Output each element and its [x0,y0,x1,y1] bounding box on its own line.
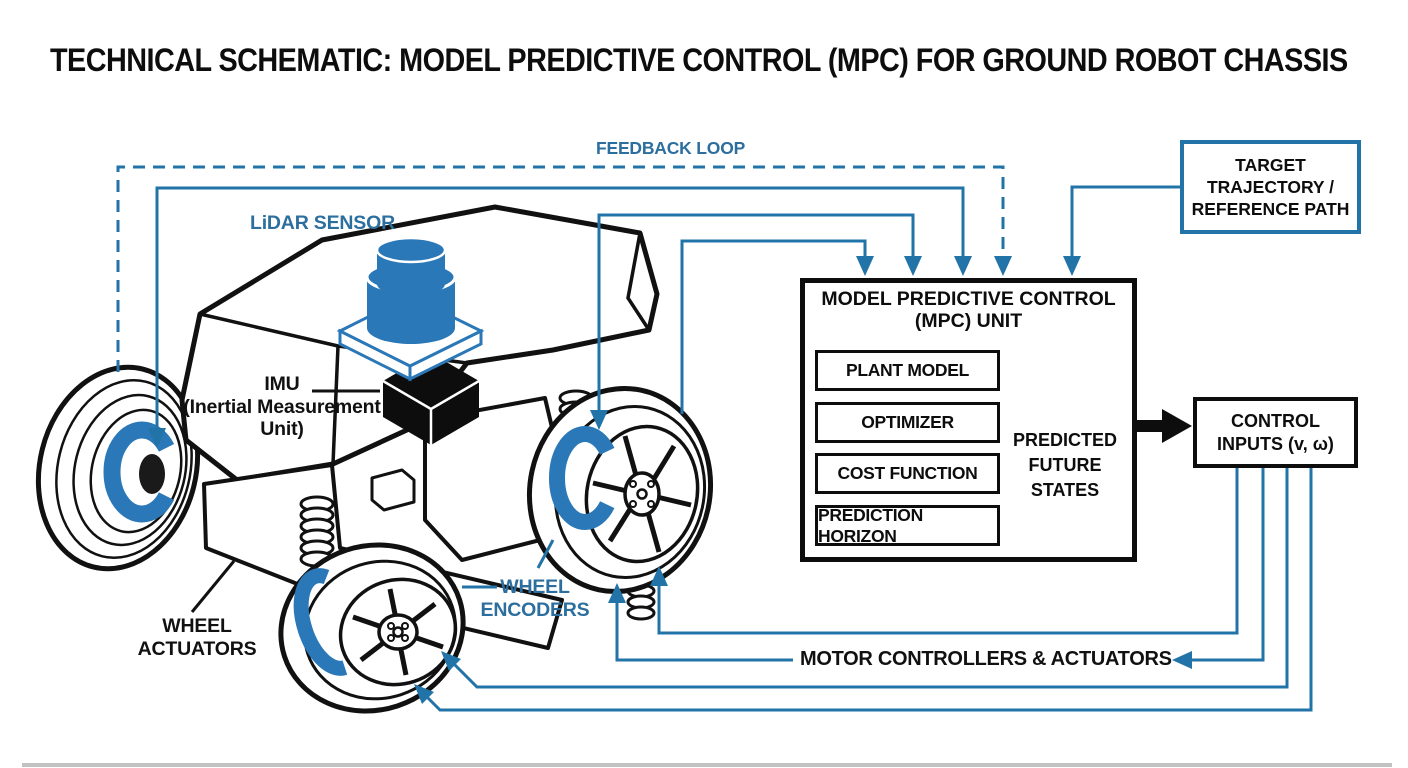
mpc-module-optimizer: OPTIMIZER [815,402,1000,443]
arrow-to-right-encoder [590,410,608,430]
cost-function-label: COST FUNCTION [837,463,978,483]
arrow-into-mpc-4 [856,256,874,276]
front-left-wheel-icon [278,542,466,714]
encoder-feedback-line [155,186,965,436]
wheel-encoders-leader-up [536,539,555,569]
prediction-horizon-label: PREDICTION HORIZON [818,504,923,546]
plant-model-label: PLANT MODEL [845,360,970,380]
target-trajectory-box: TARGET TRAJECTORY / REFERENCE PATH [1180,140,1361,234]
control-box-line2: INPUTS (v, ω) [1217,433,1334,454]
imu-label-line2: (Inertial Measurement [183,395,381,418]
feedback-loop-dashed-line [116,165,1005,372]
arrow-into-mpc-5 [1063,256,1081,276]
target-box-line1: TARGET [1235,155,1306,175]
wheel-actuators-label: WHEEL ACTUATORS [122,615,272,661]
encoder-feedback-line-2 [597,213,915,418]
control-box-line1: CONTROL [1231,410,1320,431]
predicted-line2: FUTURE [1028,455,1102,475]
wheel-actuators-label-line1: WHEEL [162,615,232,637]
control-inputs-box: CONTROL INPUTS (v, ω) [1193,397,1358,468]
target-box-line2: TRAJECTORY / [1206,177,1335,197]
predicted-line1: PREDICTED [1012,430,1117,450]
arrow-into-mpc-1 [994,256,1012,276]
control-output-line-3 [449,468,1289,689]
wheel-encoders-label-line2: ENCODERS [480,599,590,621]
wheel-actuators-label-line2: ACTUATORS [137,638,257,660]
mpc-module-cost-function: COST FUNCTION [815,453,1000,494]
mpc-module-prediction-horizon: PREDICTION HORIZON [815,505,1000,546]
mpc-module-plant-model: PLANT MODEL [815,350,1000,391]
front-right-wheel-icon [526,385,714,595]
wheel-encoders-label: WHEEL ENCODERS [470,576,600,622]
imu-label-line3: Unit) [260,418,304,440]
mpc-to-control-arrow [1137,409,1192,443]
optimizer-label: OPTIMIZER [861,412,954,432]
robot-chassis-illustration [35,204,714,714]
arrow-to-front-wheel-1 [441,651,461,671]
lidar-sensor-label: LiDAR SENSOR [250,212,395,234]
predicted-line3: STATES [1030,480,1100,500]
motor-controllers-label: MOTOR CONTROLLERS & ACTUATORS [800,648,1172,670]
control-output-line-2 [1186,468,1265,662]
arrowheads [148,256,1192,704]
imu-label: IMU (Inertial Measurement Unit) [182,373,382,441]
wheel-encoders-label-line1: WHEEL [500,576,570,598]
page-title: TECHNICAL SCHEMATIC: MODEL PREDICTIVE CO… [50,42,1348,78]
arrow-into-mpc-3 [904,256,922,276]
target-box-line3: REFERENCE PATH [1191,199,1350,219]
feedback-loop-label: FEEDBACK LOOP [596,138,746,158]
arrow-to-right-wheel [650,566,668,586]
arrow-into-mpc-2 [954,256,972,276]
sensor-feedback-line [680,239,867,414]
signal-lines [116,165,1313,712]
lidar-icon [336,236,485,382]
arrow-to-right-wheel-2 [608,583,626,603]
control-output-line-1 [657,468,1239,635]
target-input-line [1070,185,1180,258]
mpc-unit-title-line2: (MPC) UNIT [914,310,1023,332]
page-edge-artifact [22,763,1392,767]
motor-to-wheel-line [615,596,793,662]
arrow-to-motor-label [1172,651,1192,669]
mpc-unit-title: MODEL PREDICTIVE CONTROL (MPC) UNIT [800,288,1137,332]
control-output-line-4 [422,468,1313,712]
imu-label-line1: IMU [264,373,300,395]
arrow-to-left-encoder [148,428,166,448]
predicted-future-states-label: PREDICTED FUTURE STATES [1003,428,1127,503]
mpc-unit-title-line1: MODEL PREDICTIVE CONTROL [821,288,1116,310]
wheel-actuators-leader-line [190,560,236,613]
arrow-to-front-wheel-2 [414,684,434,704]
